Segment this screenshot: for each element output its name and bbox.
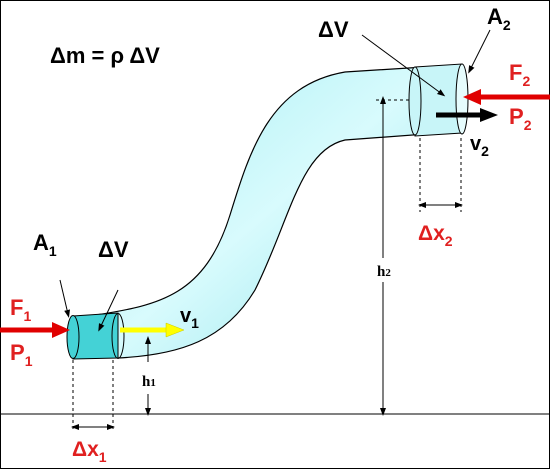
inlet-inner-ellipse	[111, 313, 125, 359]
a1-pointer	[59, 279, 71, 318]
dx2-label: Δx2	[418, 222, 453, 249]
a2-pointer	[468, 29, 491, 74]
outlet-segment	[414, 63, 463, 137]
v1-arrow-head	[165, 322, 185, 338]
f2-label: F2	[509, 60, 530, 89]
inlet-segment	[72, 312, 119, 360]
mass-formula: Δm = ρ ΔV	[50, 43, 160, 68]
f1-label: F1	[10, 295, 31, 324]
h1-label: h1	[142, 374, 156, 390]
dv1-pointer	[98, 289, 119, 332]
p1-label: P1	[10, 340, 33, 369]
dx1-label: Δx1	[72, 438, 107, 465]
f2-arrow-head	[463, 89, 481, 105]
dv1-label: ΔV	[98, 237, 129, 262]
dv2-label: ΔV	[318, 17, 349, 42]
outlet-face-ellipse	[455, 63, 469, 135]
a1-label: A1	[33, 230, 57, 259]
inlet-face-ellipse	[66, 315, 80, 359]
dv2-pointer	[361, 34, 446, 97]
outlet-inner-ellipse	[408, 66, 422, 136]
p2-label: P2	[509, 104, 532, 133]
v1-label: v1	[180, 305, 199, 331]
h2-label: h2	[377, 264, 391, 280]
a2-label: A2	[487, 4, 511, 33]
v2-label: v2	[470, 133, 489, 159]
f1-arrow-head	[52, 322, 70, 338]
v2-arrow-head	[480, 108, 498, 122]
